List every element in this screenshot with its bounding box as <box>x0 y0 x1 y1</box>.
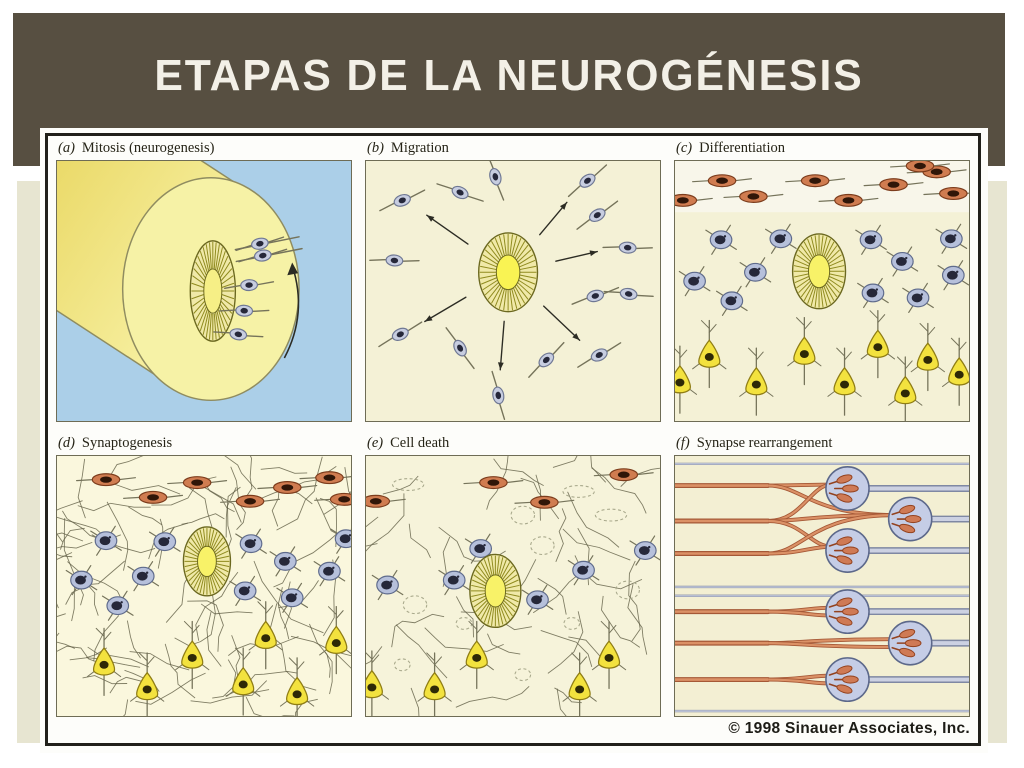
slide-title: ETAPAS DE LA NEUROGÉNESIS <box>154 51 864 100</box>
panel-b-label: (b) Migration <box>365 140 661 160</box>
panel-d-title: Synaptogenesis <box>81 435 173 451</box>
figure-row-bottom: (d) Synaptogenesis (e) Cell death (f) Synap… <box>50 435 976 717</box>
panel-c-label: (c) Differentiation <box>674 140 970 160</box>
panel-e-illustration <box>365 455 661 717</box>
panel-f-label: (f) Synapse rearrangement <box>674 435 970 455</box>
panel-e-letter: (e) <box>367 435 384 451</box>
panel-a-title: Mitosis (neurogenesis) <box>81 140 215 156</box>
panel-c-illustration <box>674 160 970 422</box>
panel-f-illustration <box>674 455 970 717</box>
figure-row-top: (a) Mitosis (neurogenesis) (b) Migration (… <box>50 140 976 422</box>
neurogenesis-figure: (a) Mitosis (neurogenesis) (b) Migration (… <box>40 128 988 753</box>
panel-a: (a) Mitosis (neurogenesis) <box>56 140 352 422</box>
panel-e-label: (e) Cell death <box>365 435 661 455</box>
panel-a-label: (a) Mitosis (neurogenesis) <box>56 140 352 160</box>
panel-d-illustration <box>56 455 352 717</box>
figure-copyright: © 1998 Sinauer Associates, Inc. <box>728 720 970 737</box>
panel-d: (d) Synaptogenesis <box>56 435 352 717</box>
panel-a-illustration <box>56 160 352 422</box>
panel-f-letter: (f) <box>676 435 690 451</box>
panel-b-illustration <box>365 160 661 422</box>
panel-c-letter: (c) <box>676 140 693 156</box>
panel-a-letter: (a) <box>58 140 75 156</box>
panel-f-title: Synapse rearrangement <box>696 435 833 451</box>
panel-b-title: Migration <box>390 140 449 156</box>
panel-e: (e) Cell death <box>365 435 661 717</box>
panel-c-title: Differentiation <box>699 140 785 156</box>
panel-d-letter: (d) <box>58 435 75 451</box>
panel-b-letter: (b) <box>367 140 384 156</box>
figure-border: (a) Mitosis (neurogenesis) (b) Migration (… <box>45 133 981 746</box>
panel-c: (c) Differentiation <box>674 140 970 422</box>
panel-b: (b) Migration <box>365 140 661 422</box>
panel-d-label: (d) Synaptogenesis <box>56 435 352 455</box>
panel-f: (f) Synapse rearrangement <box>674 435 970 717</box>
panel-e-title: Cell death <box>390 435 450 451</box>
